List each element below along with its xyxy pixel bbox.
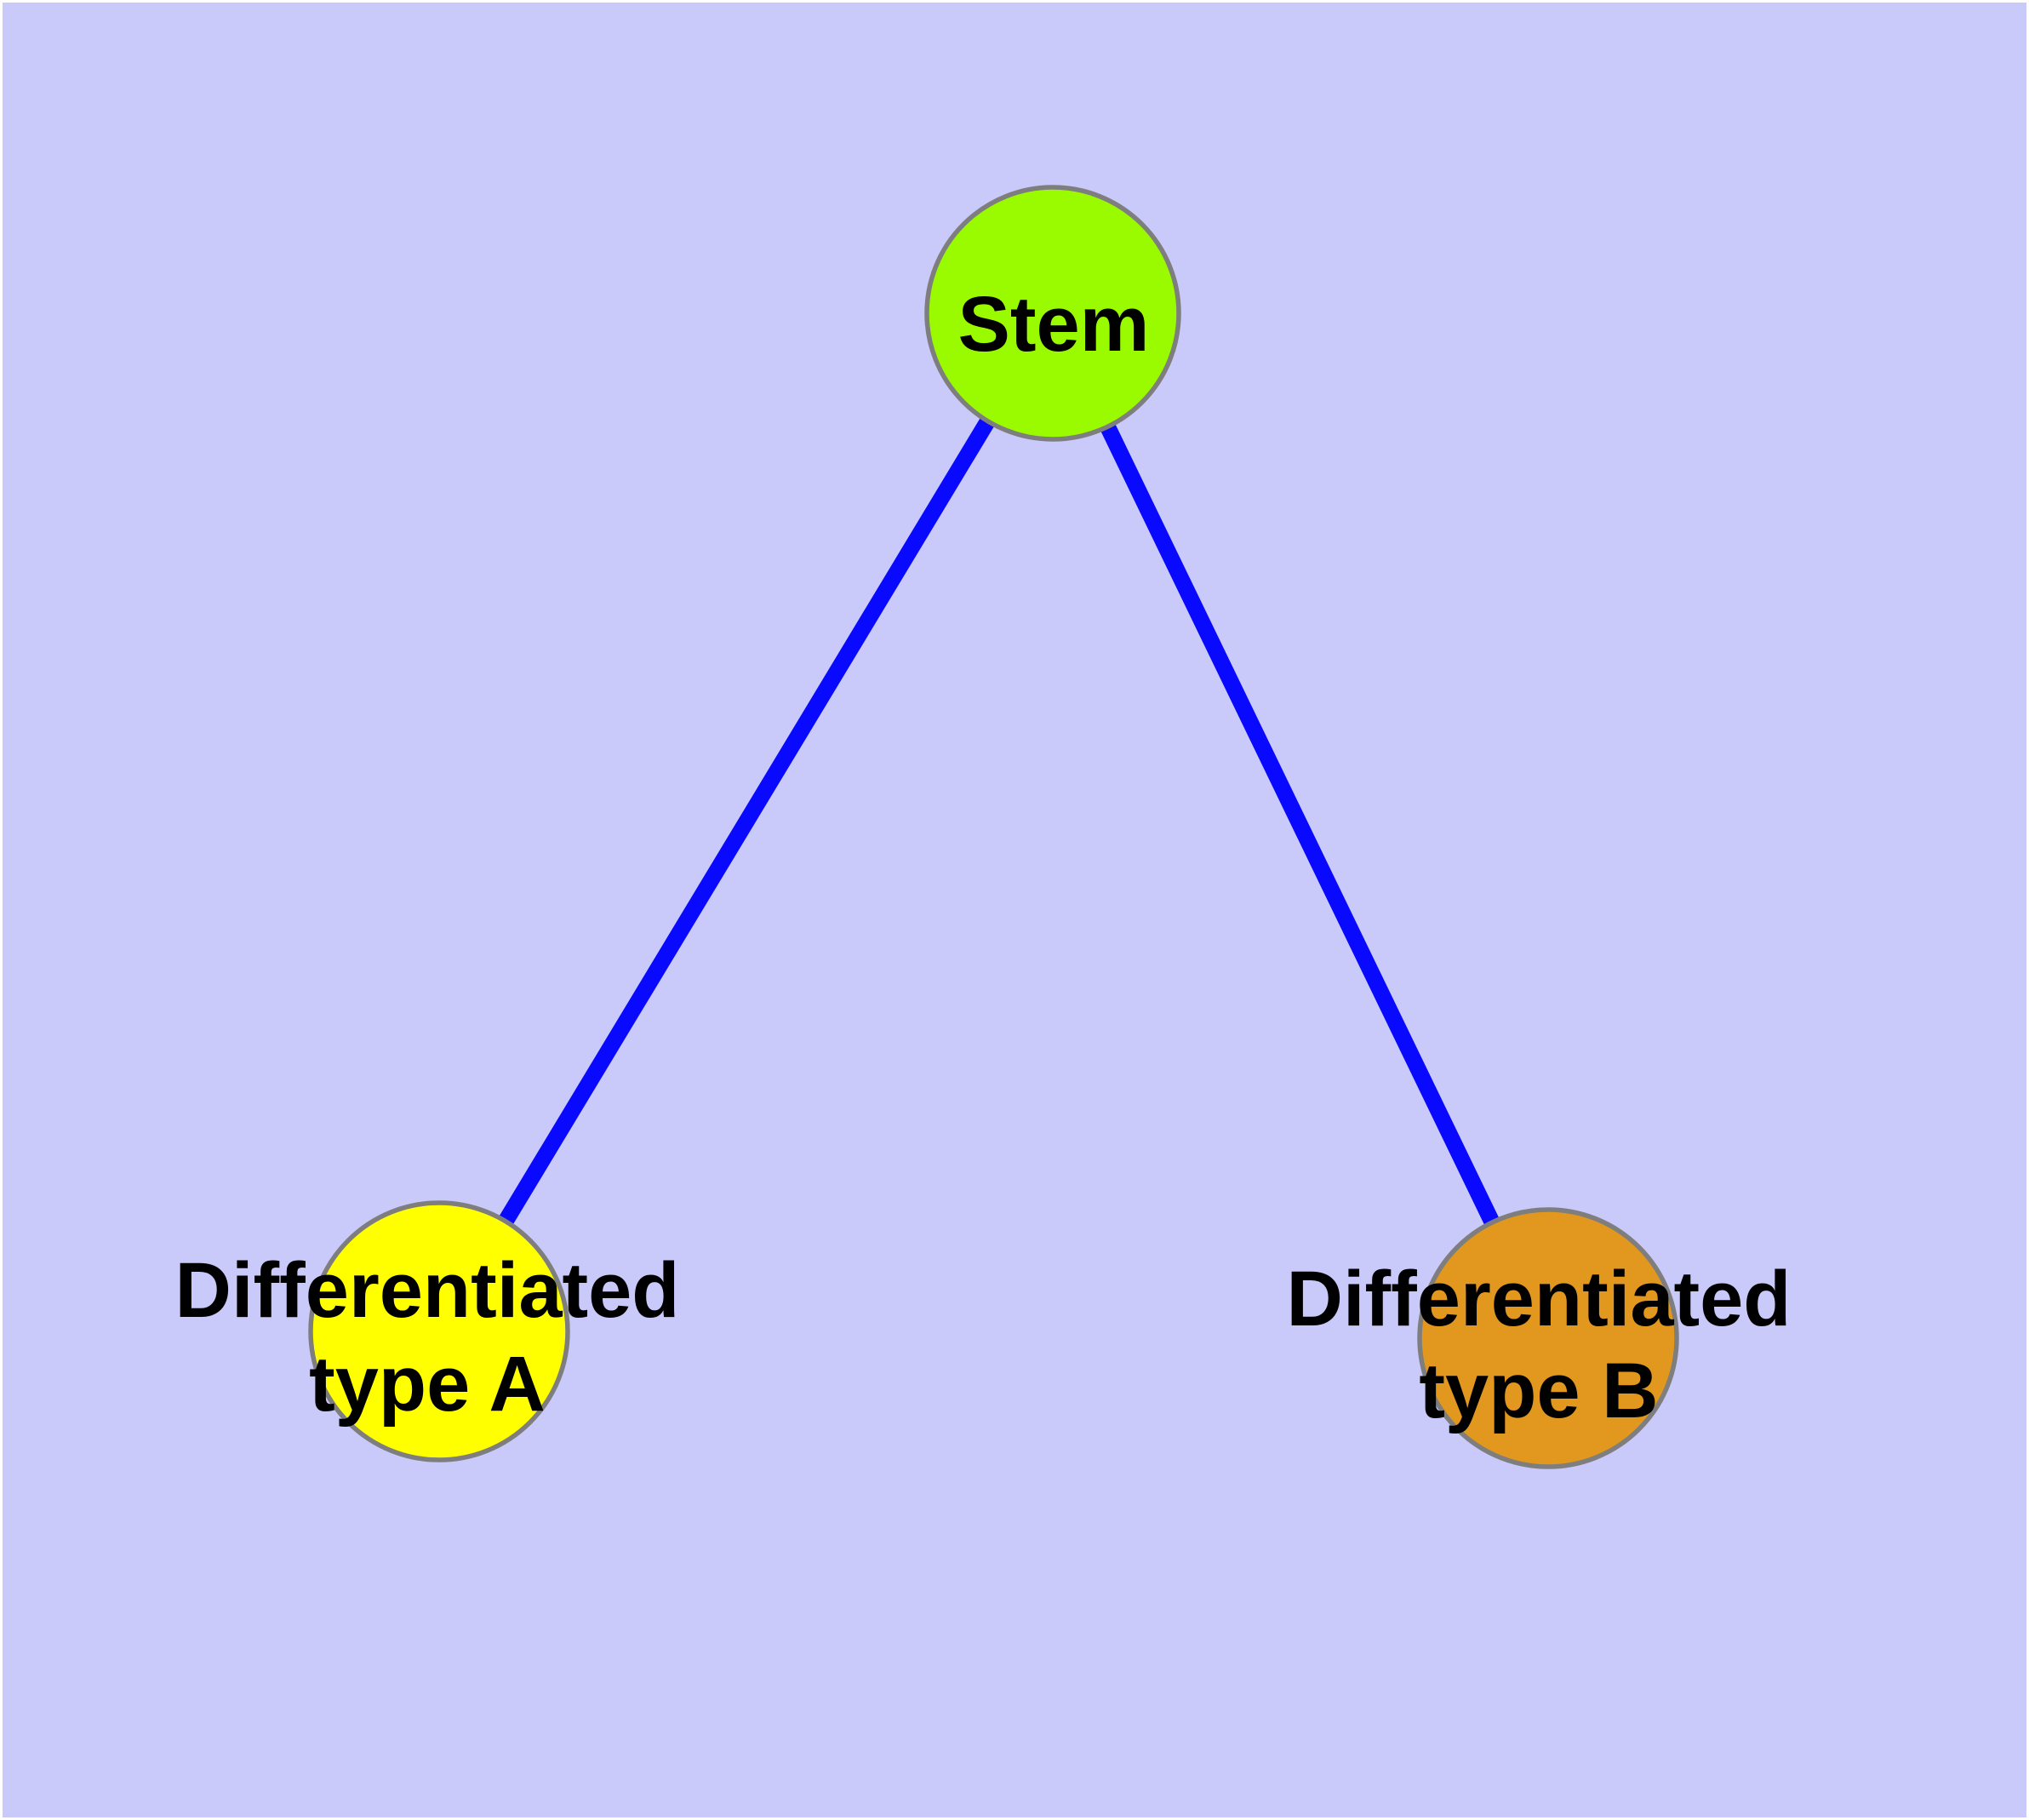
- node-stem: Stem: [924, 185, 1181, 442]
- node-type-a-label-line1: Differentiated: [175, 1247, 680, 1334]
- edge-stem-to-type-a: [432, 309, 1060, 1336]
- edge-stem-to-type-b: [1045, 309, 1556, 1342]
- node-type-b-label-line1: Differentiated: [1287, 1256, 1792, 1342]
- node-stem-circle: [924, 185, 1181, 442]
- node-stem-label: Stem: [958, 281, 1150, 368]
- node-differentiated-type-b: Differentiated type B: [1287, 1207, 1792, 1469]
- node-type-b-label-line2: type B: [1419, 1348, 1658, 1434]
- node-type-b-circle: [1417, 1207, 1679, 1469]
- node-type-a-circle: [308, 1200, 570, 1462]
- edges: [432, 309, 1556, 1342]
- node-differentiated-type-a: Differentiated type A: [175, 1200, 680, 1462]
- node-type-a-label-line2: type A: [309, 1341, 546, 1428]
